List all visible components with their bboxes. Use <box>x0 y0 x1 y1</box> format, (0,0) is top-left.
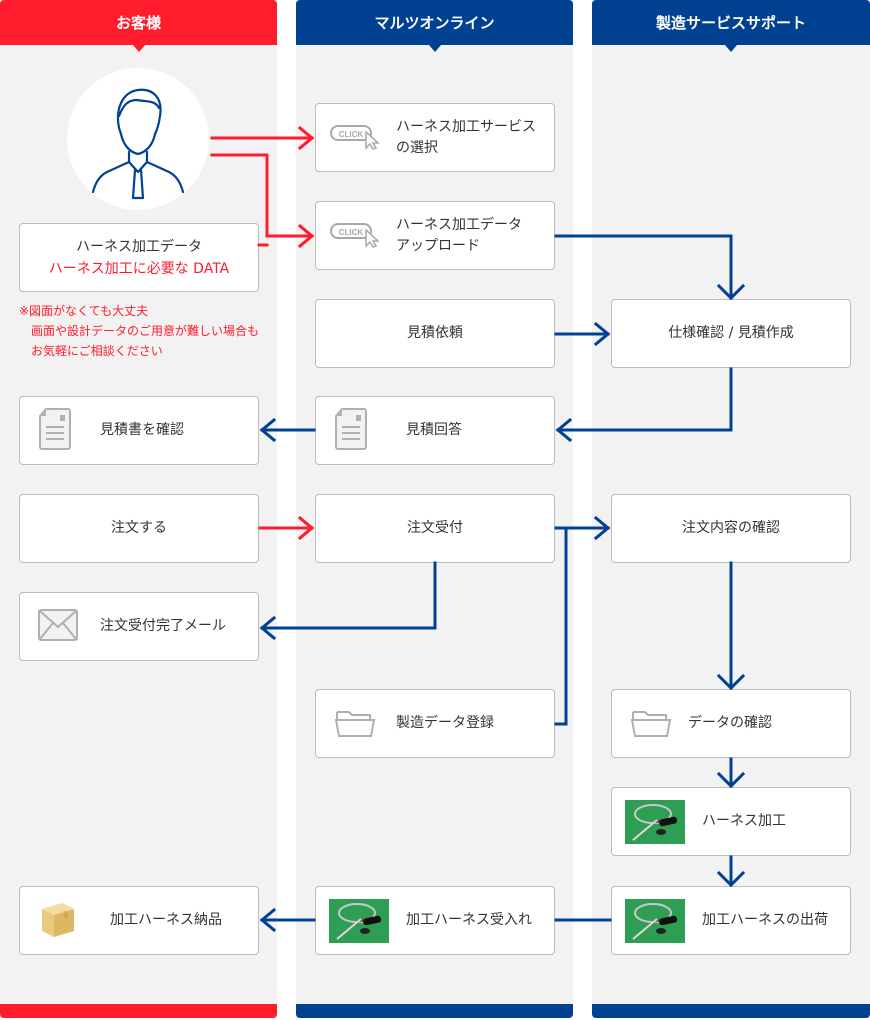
lane-header-support: 製造サービスサポート <box>592 0 870 45</box>
step-select-harness-service[interactable]: CLICK ハーネス加工サービス の選択 <box>315 103 555 172</box>
step-label: 見積依頼 <box>407 325 463 341</box>
drawing-note: ※図面がなくても大丈夫 画面や設計データのご用意が難しい場合も お気軽にご相談く… <box>19 304 260 358</box>
step-harness-delivery[interactable]: 加工ハーネス納品 <box>19 886 259 955</box>
step-register-manufacturing-data[interactable]: 製造データ登録 <box>315 689 555 758</box>
step-check-data[interactable]: データの確認 <box>611 689 851 758</box>
svg-text:CLICK: CLICK <box>339 228 364 237</box>
step-label: 注文する <box>111 520 167 536</box>
step-check-estimate[interactable]: 見積書を確認 <box>19 396 259 465</box>
step-label: ハーネス加工データ アップロード <box>396 216 522 254</box>
click-icon: CLICK <box>330 220 382 252</box>
step-label: 見積回答 <box>406 422 462 438</box>
person-icon <box>91 88 185 200</box>
lane-header-online: マルツオンライン <box>296 0 573 45</box>
mail-icon <box>38 608 78 645</box>
folder-icon <box>334 706 376 742</box>
step-place-order[interactable]: 注文する <box>19 494 259 563</box>
step-label: 注文受付完了メール <box>100 618 226 634</box>
step-label: 注文受付 <box>407 520 463 536</box>
harness-photo <box>329 898 389 943</box>
step-label: 仕様確認 / 見積作成 <box>668 325 794 341</box>
svg-text:CLICK: CLICK <box>339 130 364 139</box>
step-label: 注文内容の確認 <box>682 520 780 536</box>
step-label: データの確認 <box>688 715 772 731</box>
step-label: 見積書を確認 <box>100 422 184 438</box>
step-label: ハーネス加工サービス の選択 <box>396 118 536 156</box>
customer-avatar <box>67 68 209 210</box>
lane-footer <box>296 1004 573 1018</box>
step-estimate-reply[interactable]: 見積回答 <box>315 396 555 465</box>
step-upload-harness-data[interactable]: CLICK ハーネス加工データ アップロード <box>315 201 555 270</box>
header-pointer <box>132 45 145 52</box>
step-label: 加工ハーネス受入れ <box>406 912 532 928</box>
step-request-estimate[interactable]: 見積依頼 <box>315 299 555 368</box>
folder-icon <box>630 706 672 742</box>
step-label: 加工ハーネス納品 <box>110 912 222 928</box>
click-icon: CLICK <box>330 122 382 154</box>
harness-photo <box>625 898 685 943</box>
harness-data-box: ハーネス加工データ ハーネス加工に必要な DATA <box>19 223 259 292</box>
step-order-confirmation-mail[interactable]: 注文受付完了メール <box>19 592 259 661</box>
step-check-order-details[interactable]: 注文内容の確認 <box>611 494 851 563</box>
lane-footer <box>0 1004 277 1018</box>
header-pointer <box>725 45 737 52</box>
lane-footer <box>592 1004 870 1018</box>
box-icon <box>38 899 78 943</box>
step-ship-harness[interactable]: 加工ハーネスの出荷 <box>611 886 851 955</box>
harness-photo <box>625 799 685 844</box>
harness-data-title: ハーネス加工データ <box>76 238 202 255</box>
document-icon <box>38 407 72 455</box>
step-receive-harness[interactable]: 加工ハーネス受入れ <box>315 886 555 955</box>
step-order-received[interactable]: 注文受付 <box>315 494 555 563</box>
document-icon <box>334 407 368 455</box>
step-label: 加工ハーネスの出荷 <box>702 912 828 928</box>
step-label: ハーネス加工 <box>702 813 786 829</box>
header-pointer <box>428 45 441 52</box>
step-spec-check-estimate[interactable]: 仕様確認 / 見積作成 <box>611 299 851 368</box>
step-label: 製造データ登録 <box>396 715 494 731</box>
step-harness-processing[interactable]: ハーネス加工 <box>611 787 851 856</box>
harness-data-subtitle: ハーネス加工に必要な DATA <box>48 260 230 277</box>
lane-header-customer: お客様 <box>0 0 277 45</box>
